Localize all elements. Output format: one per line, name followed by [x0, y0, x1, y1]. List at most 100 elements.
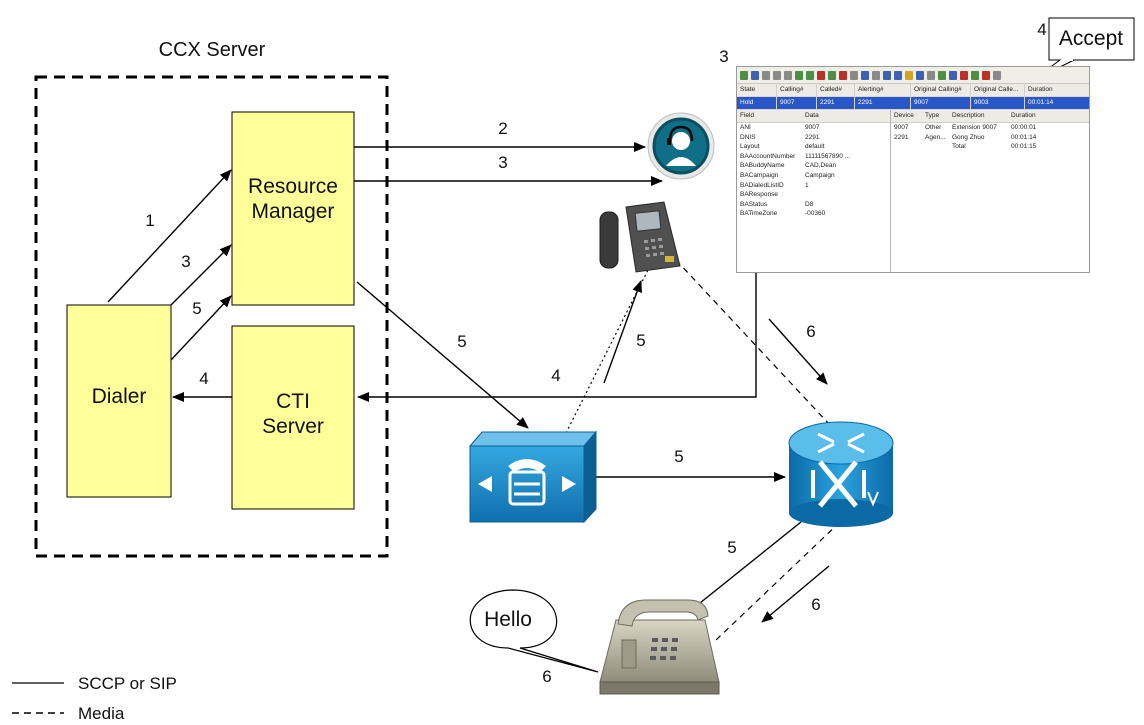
grid-cell-duration: 00:01:14	[1028, 99, 1054, 106]
type-cell: Other	[925, 124, 942, 131]
field-value: 9007	[805, 124, 820, 131]
field-name: BAAccountNumber	[740, 152, 796, 160]
customer-phone-icon	[599, 599, 720, 695]
device-cell	[891, 142, 922, 152]
label-rm-to-cucm-5: 5	[457, 332, 466, 351]
arrow-media-6-lower	[761, 565, 830, 623]
enterprise-data-row: BATimeZone-00360	[737, 209, 890, 219]
toolbar-chat-icon[interactable]	[861, 70, 869, 80]
duration-cell: 00:00:01	[1011, 124, 1037, 131]
description-header: Description	[952, 112, 985, 119]
field-value: default	[805, 143, 825, 151]
agent-toolbar	[737, 67, 1089, 84]
toolbar-not-ready-icon[interactable]	[817, 70, 825, 80]
field-value: D8	[805, 200, 814, 208]
grid-header-duration: Duration	[1028, 86, 1053, 93]
toolbar-work-icon[interactable]	[806, 70, 814, 80]
description-cell: Gong Zhuo	[952, 133, 985, 141]
toolbar-close-icon[interactable]	[971, 70, 979, 80]
field-name: BABuddyName	[740, 162, 785, 170]
grid-cell-calling: 9007	[777, 97, 817, 109]
toolbar-ready-icon[interactable]	[795, 70, 803, 80]
toolbar-dial-icon[interactable]	[883, 70, 891, 80]
enterprise-data-row: BAResponse	[737, 190, 890, 200]
enterprise-data-row: BACampaign Campaign	[737, 171, 890, 181]
device-header: Device	[894, 112, 914, 119]
call-grid-header: State Calling# Called# Alerting# Origina…	[737, 84, 1089, 97]
arrow-cucm-to-phone-5	[603, 280, 642, 384]
call-activity-header: Device Type Description Duration	[891, 110, 1089, 123]
toolbar-list-icon[interactable]	[850, 70, 858, 80]
arrow-dialer-to-rm-1	[107, 169, 232, 303]
field-value: 11111567890 ...	[805, 152, 851, 160]
label-rm-to-agent-3: 3	[498, 153, 507, 172]
label-dialer-to-rm-3: 3	[181, 252, 190, 271]
type-cell	[922, 142, 949, 152]
resource-manager-label-line1: Resource	[248, 175, 338, 198]
arrow-cad-to-cti-4	[357, 272, 757, 402]
voice-gateway-icon	[788, 421, 894, 527]
toolbar-accept-icon[interactable]	[938, 70, 946, 80]
toolbar-separator-icon	[927, 70, 935, 80]
description-cell: Total	[952, 143, 966, 151]
enterprise-data-row: BAStatus D8	[737, 200, 890, 210]
toolbar-state-icon[interactable]	[740, 70, 748, 80]
toolbar-transfer-icon[interactable]	[949, 70, 957, 80]
field-name: BAStatus	[740, 200, 768, 208]
label-cucm-to-gateway-5: 5	[674, 447, 683, 466]
toolbar-reason-icon[interactable]	[751, 70, 759, 80]
grid-cell-original-called: 9003	[971, 97, 1025, 109]
label-accept-step-4: 4	[1037, 20, 1046, 39]
grid-header-alerting: Alerting#	[855, 84, 911, 96]
resource-manager-box: Resource Manager	[231, 111, 355, 306]
arrow-rm-to-cucm-5	[356, 281, 529, 429]
agent-desktop-window: State Calling# Called# Alerting# Origina…	[736, 66, 1090, 273]
toolbar-more-icon[interactable]	[993, 70, 1001, 80]
field-header: Field	[740, 112, 755, 119]
accept-text: Accept	[1059, 27, 1123, 50]
toolbar-notes-icon[interactable]	[872, 70, 880, 80]
label-media-6-lower: 6	[811, 595, 820, 614]
label-cti-to-dialer-4: 4	[199, 369, 208, 388]
toolbar-stats-icon[interactable]	[828, 70, 836, 80]
cti-server-label-line2: Server	[262, 415, 324, 438]
label-hello-step-6: 6	[542, 667, 551, 686]
toolbar-help-icon[interactable]	[916, 70, 924, 80]
field-value	[802, 190, 885, 200]
toolbar-wrap-icon[interactable]	[784, 70, 792, 80]
toolbar-record-icon[interactable]	[894, 70, 902, 80]
duration-cell: 00:01:15	[1011, 143, 1037, 151]
field-name: BAResponse	[740, 191, 778, 199]
toolbar-reject-icon[interactable]	[960, 70, 968, 80]
agent-headset-icon	[647, 112, 715, 180]
toolbar-forward-icon[interactable]	[773, 70, 781, 80]
dialer-label: Dialer	[92, 385, 147, 408]
toolbar-tools-icon[interactable]	[905, 70, 913, 80]
toolbar-filter-icon[interactable]	[762, 70, 770, 80]
grid-header-original-called: Original Calle...	[971, 84, 1025, 96]
cti-server-label-line1: CTI	[276, 390, 310, 413]
cti-server-box: CTI Server	[231, 325, 355, 510]
label-dialer-to-rm-5: 5	[192, 299, 201, 318]
label-cad-to-cti-4: 4	[551, 366, 560, 385]
toolbar-skip-icon[interactable]	[982, 70, 990, 80]
call-grid-row[interactable]: Hold 9007 2291 2291 9007 9003 00:01:14	[737, 97, 1089, 110]
grid-header-calling: Calling#	[777, 84, 817, 96]
ip-phone-icon	[599, 201, 681, 273]
call-activity-panel: Device Type Description Duration 9007 Oth…	[891, 110, 1089, 272]
toolbar-logout-icon[interactable]	[839, 70, 847, 80]
enterprise-data-row: BAAccountNumber 11111567890 ...	[737, 152, 890, 162]
type-cell: Agen...	[925, 133, 946, 141]
grid-header-state: State	[737, 84, 777, 96]
arrow-gateway-to-customer-5	[689, 521, 802, 612]
field-value: CAD,Dean	[805, 162, 837, 170]
device-cell: 9007	[894, 124, 909, 131]
field-name: BACampaign	[740, 171, 779, 179]
field-value: Campaign	[805, 171, 835, 179]
legend: SCCP or SIP Media	[12, 674, 177, 723]
